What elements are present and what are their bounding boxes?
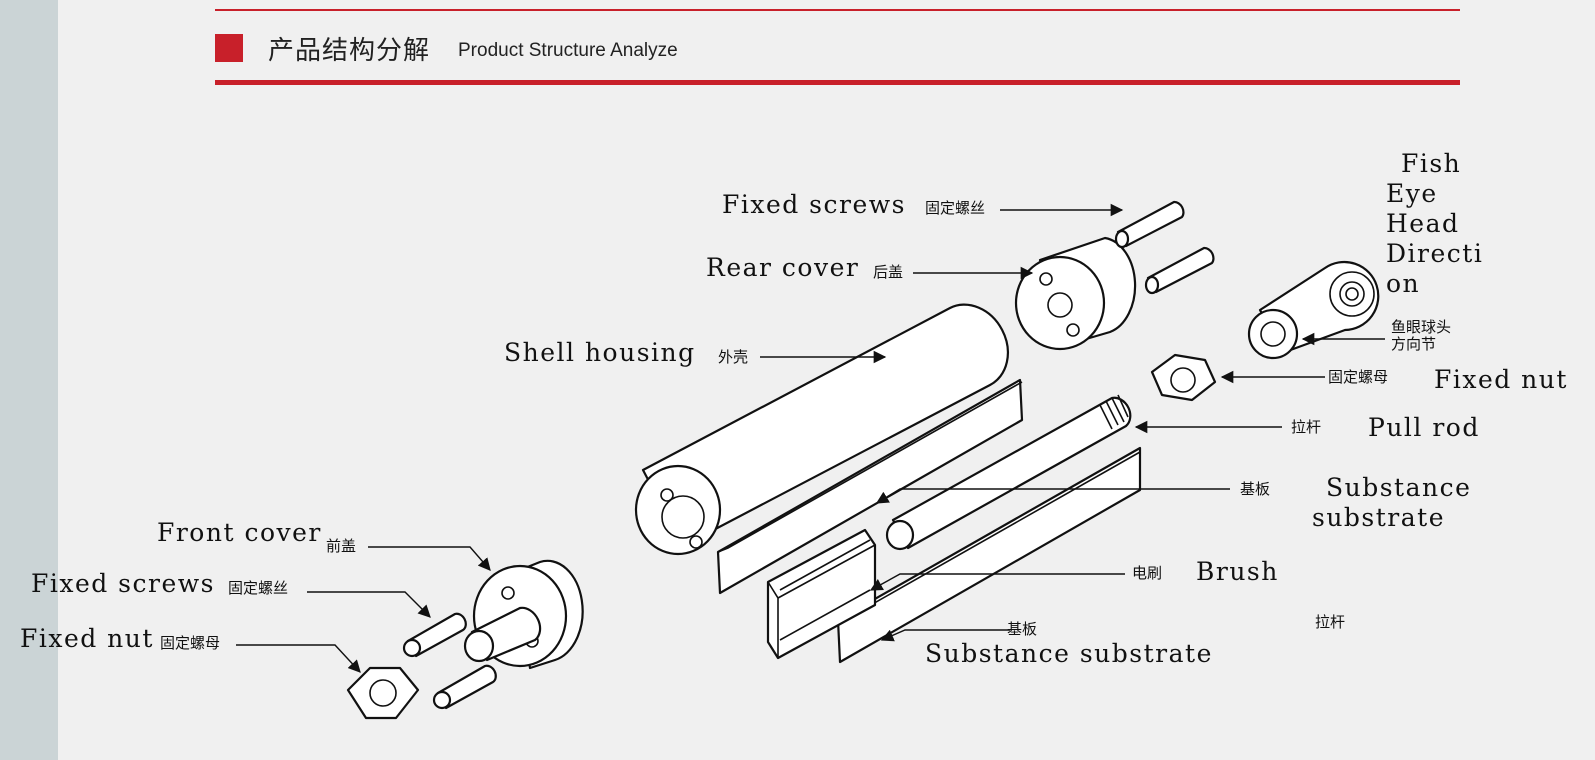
fixed-nut-left-label-cn: 固定螺母 bbox=[160, 634, 220, 652]
side-strip bbox=[0, 0, 58, 760]
page-title-cn: 产品结构分解 bbox=[268, 36, 431, 66]
fixed-nut-left-label-en: Fixed nut bbox=[20, 624, 154, 653]
fixed-nut-left bbox=[346, 666, 420, 720]
fixed-screw-top-1 bbox=[1114, 200, 1185, 249]
fish-eye-label-en-5: on bbox=[1386, 269, 1420, 298]
pull-rod-extra-label-cn: 拉杆 bbox=[1315, 613, 1345, 631]
fish-eye-label-en-1: Fish bbox=[1401, 149, 1461, 178]
fish-eye-label-en-4: Directi bbox=[1386, 239, 1483, 268]
fixed-nut-right bbox=[1150, 353, 1217, 402]
brush-label-en: Brush bbox=[1196, 557, 1279, 586]
fish-eye-label-cn-2: 方向节 bbox=[1391, 335, 1436, 353]
substrate-lower-label-en: Substance substrate bbox=[925, 639, 1213, 668]
shell-housing bbox=[634, 303, 1009, 556]
substrate-lower-label-cn: 基板 bbox=[1007, 620, 1037, 638]
pull-rod bbox=[885, 394, 1132, 551]
rear-cover-label-en: Rear cover bbox=[706, 253, 859, 282]
shell-housing-label-cn: 外壳 bbox=[718, 348, 748, 366]
header-top-rule bbox=[215, 9, 1460, 11]
fixed-screw-left-1 bbox=[402, 612, 467, 658]
fish-eye-label-en-3: Head bbox=[1386, 209, 1460, 238]
substrate-upper-label-en-1: Substance bbox=[1326, 473, 1471, 502]
fixed-screws-top-label-cn: 固定螺丝 bbox=[925, 199, 985, 217]
header-red-square bbox=[215, 34, 243, 62]
leader-lines bbox=[236, 203, 1385, 673]
fixed-screw-left-2 bbox=[432, 664, 497, 710]
front-cover bbox=[463, 559, 584, 670]
shell-housing-label-en: Shell housing bbox=[504, 338, 696, 367]
rear-cover bbox=[1014, 236, 1137, 351]
fish-eye-label-en-2: Eye bbox=[1386, 179, 1438, 208]
fish-eye-label-cn-1: 鱼眼球头 bbox=[1391, 318, 1451, 336]
fixed-nut-right-label-en: Fixed nut bbox=[1434, 365, 1568, 394]
rear-cover-label-cn: 后盖 bbox=[873, 263, 903, 281]
fixed-screws-left-label-cn: 固定螺丝 bbox=[228, 579, 288, 597]
page-title-en: Product Structure Analyze bbox=[458, 40, 678, 61]
fixed-nut-right-label-cn: 固定螺母 bbox=[1328, 368, 1388, 386]
substrate-upper bbox=[716, 378, 1024, 595]
brush bbox=[766, 528, 877, 660]
pull-rod-label-cn: 拉杆 bbox=[1291, 418, 1321, 436]
fixed-screws-left-label-en: Fixed screws bbox=[31, 569, 215, 598]
fixed-screw-top-2 bbox=[1144, 246, 1215, 295]
fixed-screws-top-label-en: Fixed screws bbox=[722, 190, 906, 219]
fish-eye-head bbox=[1247, 260, 1380, 360]
substrate-upper-label-cn: 基板 bbox=[1240, 480, 1270, 498]
front-cover-label-en: Front cover bbox=[157, 518, 322, 547]
brush-label-cn: 电刷 bbox=[1132, 564, 1162, 582]
pull-rod-label-en: Pull rod bbox=[1368, 413, 1480, 442]
substrate-upper-label-en-2: substrate bbox=[1312, 503, 1445, 532]
header-bottom-rule bbox=[215, 80, 1460, 85]
front-cover-label-cn: 前盖 bbox=[326, 537, 356, 555]
